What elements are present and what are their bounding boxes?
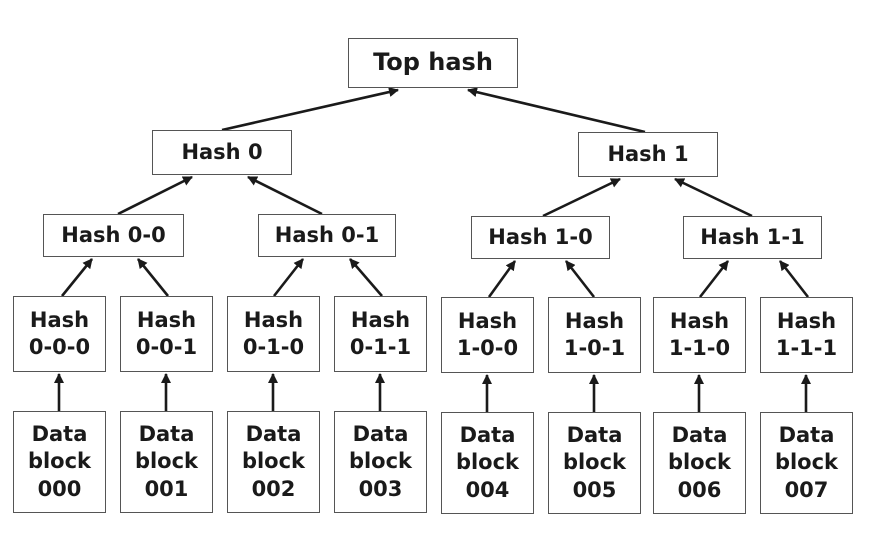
- data-block-006-label: Data block 006: [667, 423, 732, 502]
- data-block-000-node: Data block 000: [13, 411, 106, 513]
- hash-1-0-1-label: Hash 1-0-1: [563, 308, 626, 360]
- hash-0-0-1-label: Hash 0-0-1: [135, 307, 198, 359]
- data-block-000-label: Data block 000: [27, 422, 92, 501]
- hash-1-1-1-label: Hash 1-1-1: [775, 308, 838, 360]
- connector-arrow: [698, 260, 730, 298]
- connector-arrow: [564, 260, 596, 298]
- hash-0-label: Hash 0: [181, 139, 263, 164]
- hash-1-label: Hash 1: [607, 141, 689, 166]
- connector-arrow: [272, 258, 305, 297]
- connector-arrow: [542, 177, 621, 218]
- hash-0-1-0-node: Hash 0-1-0: [227, 296, 320, 372]
- hash-0-1-node: Hash 0-1: [258, 214, 396, 257]
- top-hash-node: Top hash: [348, 38, 518, 88]
- hash-1-1-0-node: Hash 1-1-0: [653, 297, 746, 373]
- hash-0-1-label: Hash 0-1: [274, 222, 380, 247]
- data-block-006-node: Data block 006: [653, 412, 746, 514]
- connector-arrow: [778, 260, 810, 298]
- hash-1-0-0-node: Hash 1-0-0: [441, 297, 534, 373]
- hash-0-0-1-node: Hash 0-0-1: [120, 296, 213, 372]
- hash-1-0-node: Hash 1-0: [471, 216, 610, 259]
- data-block-005-label: Data block 005: [562, 423, 627, 502]
- hash-1-1-0-label: Hash 1-1-0: [668, 308, 731, 360]
- hash-1-0-0-label: Hash 1-0-0: [456, 308, 519, 360]
- data-block-004-node: Data block 004: [441, 412, 534, 514]
- hash-1-1-node: Hash 1-1: [683, 216, 822, 259]
- connector-arrow: [674, 177, 753, 218]
- data-block-001-label: Data block 001: [134, 422, 199, 501]
- connector-arrow: [467, 87, 646, 134]
- hash-1-0-1-node: Hash 1-0-1: [548, 297, 641, 373]
- connector-arrow: [349, 258, 383, 297]
- hash-0-1-1-label: Hash 0-1-1: [349, 307, 412, 359]
- data-block-007-node: Data block 007: [760, 412, 853, 514]
- connector-arrow: [487, 260, 517, 298]
- data-block-001-node: Data block 001: [120, 411, 213, 513]
- hash-0-1-1-node: Hash 0-1-1: [334, 296, 427, 372]
- connector-arrow: [117, 175, 193, 216]
- connector-arrow: [221, 87, 399, 132]
- hash-0-1-0-label: Hash 0-1-0: [242, 307, 305, 359]
- data-block-007-label: Data block 007: [774, 423, 839, 502]
- hash-0-0-0-label: Hash 0-0-0: [28, 307, 91, 359]
- hash-1-0-label: Hash 1-0: [488, 224, 593, 249]
- hash-0-0-0-node: Hash 0-0-0: [13, 296, 106, 372]
- data-block-003-label: Data block 003: [348, 422, 413, 501]
- connector-arrow: [136, 258, 170, 297]
- hash-0-0-node: Hash 0-0: [43, 214, 184, 257]
- data-block-003-node: Data block 003: [334, 411, 427, 513]
- top-hash-label: Top hash: [373, 48, 493, 77]
- data-block-002-label: Data block 002: [241, 422, 306, 501]
- connector-arrow: [60, 258, 94, 297]
- data-block-004-label: Data block 004: [455, 423, 520, 502]
- hash-1-node: Hash 1: [578, 132, 718, 177]
- hash-1-1-1-node: Hash 1-1-1: [760, 297, 853, 373]
- data-block-002-node: Data block 002: [227, 411, 320, 513]
- connector-arrow: [247, 175, 323, 216]
- hash-0-0-label: Hash 0-0: [61, 222, 166, 247]
- hash-1-1-label: Hash 1-1: [700, 224, 805, 249]
- data-block-005-node: Data block 005: [548, 412, 641, 514]
- hash-0-node: Hash 0: [152, 130, 292, 175]
